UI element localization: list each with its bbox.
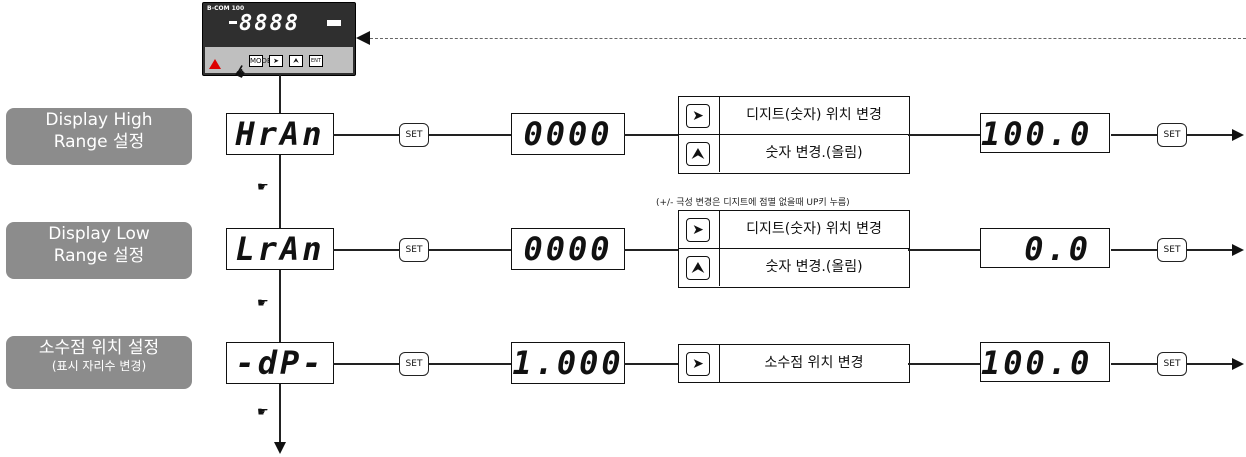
- code-display-dp: -dP-: [226, 342, 334, 384]
- initial-value-display: 0000: [511, 228, 625, 270]
- connector-line: [1187, 134, 1233, 136]
- flow-down-arrow: [274, 442, 286, 454]
- result-value-display: 100.0: [980, 113, 1110, 153]
- instruction-row: ➤ 디지트(숫자) 위치 변경: [679, 211, 909, 249]
- instruction-row: ➤ 소수점 위치 변경: [679, 345, 909, 382]
- up-arrow-glyph: ⮝: [686, 142, 710, 166]
- right-arrow-key-icon: ➤: [679, 211, 720, 248]
- connector-line: [1187, 363, 1233, 365]
- result-value-display: 0.0: [980, 228, 1110, 268]
- code-display-hran: HrAn: [226, 113, 334, 155]
- right-arrow-glyph: ➤: [686, 218, 710, 242]
- connector-line: [333, 363, 399, 365]
- code-display-lran: LrAn: [226, 228, 334, 270]
- instruction-text: 소수점 위치 변경: [764, 355, 864, 371]
- set-button-end[interactable]: SET: [1157, 352, 1187, 376]
- polarity-note: (+/- 극성 변경은 디지트에 점멸 없을때 UP키 누름): [656, 198, 850, 208]
- set-button[interactable]: SET: [399, 352, 429, 376]
- pointing-hand-icon: ☛: [257, 296, 269, 311]
- connector-line: [908, 363, 980, 365]
- connector-line: [624, 134, 678, 136]
- up-arrow-key-icon: ⮝: [679, 135, 720, 172]
- controller-device: B-COM 100 8888 MODE ➤ ⮝ ENT: [202, 2, 356, 76]
- connector-line: [429, 363, 511, 365]
- connector-line: [908, 249, 980, 251]
- return-dashed-line: [370, 38, 1246, 39]
- result-value-display: 100.0: [980, 342, 1110, 382]
- right-arrow-key-icon: ➤: [679, 97, 720, 134]
- label-sub: (표시 자리수 변경): [51, 359, 147, 373]
- right-arrow-button[interactable]: ➤: [269, 55, 283, 67]
- row-label-display-low: Display Low Range 설정: [6, 222, 192, 279]
- instruction-text: 숫자 변경.(올림): [765, 145, 863, 161]
- pointing-hand-icon: ☛: [257, 180, 269, 195]
- device-indicator: [327, 20, 341, 26]
- mode-button[interactable]: MODE: [249, 55, 272, 67]
- connector-line: [1187, 249, 1233, 251]
- connector-line: [333, 134, 399, 136]
- connector-line: [908, 134, 980, 136]
- right-arrow-glyph: ➤: [686, 104, 710, 128]
- connector-line: [624, 363, 678, 365]
- enter-button[interactable]: ENT: [309, 55, 323, 67]
- device-display: 8888: [239, 11, 300, 36]
- instruction-panel: ➤ 디지트(숫자) 위치 변경 ⮝ 숫자 변경.(올림): [678, 96, 910, 174]
- up-arrow-key-icon: ⮝: [679, 249, 720, 286]
- label-line-1: Display Low: [48, 224, 150, 244]
- device-model: B-COM 100: [207, 5, 245, 12]
- label-line-1: Display High: [45, 110, 153, 130]
- label-line-2: Range 설정: [53, 246, 145, 266]
- return-arrow-head: [356, 31, 370, 45]
- up-arrow-button[interactable]: ⮝: [289, 55, 303, 67]
- next-arrow: [1232, 244, 1244, 256]
- instruction-row: ➤ 디지트(숫자) 위치 변경: [679, 97, 909, 135]
- instruction-text: 디지트(숫자) 위치 변경: [746, 107, 882, 123]
- instruction-row: ⮝ 숫자 변경.(올림): [679, 249, 909, 286]
- connector-line: [1111, 134, 1157, 136]
- instruction-panel: ➤ 소수점 위치 변경: [678, 344, 910, 383]
- connector-line: [429, 249, 511, 251]
- set-button-end[interactable]: SET: [1157, 238, 1187, 262]
- connector-line: [429, 134, 511, 136]
- row-label-decimal-point: 소수점 위치 설정 (표시 자리수 변경): [6, 336, 192, 389]
- set-button-end[interactable]: SET: [1157, 123, 1187, 147]
- label-line-2: Range 설정: [53, 132, 145, 152]
- set-button[interactable]: SET: [399, 238, 429, 262]
- initial-value-display: 0000: [511, 113, 625, 155]
- instruction-panel: ➤ 디지트(숫자) 위치 변경 ⮝ 숫자 변경.(올림): [678, 210, 910, 288]
- row-label-display-high: Display High Range 설정: [6, 108, 192, 165]
- warning-icon: [209, 59, 221, 69]
- connector-line: [624, 249, 678, 251]
- connector-line: [1111, 249, 1157, 251]
- label-main: 소수점 위치 설정: [38, 338, 160, 358]
- set-button[interactable]: SET: [399, 123, 429, 147]
- next-arrow: [1232, 358, 1244, 370]
- right-arrow-key-icon: ➤: [679, 345, 720, 382]
- connector-line: [333, 249, 399, 251]
- next-arrow: [1232, 129, 1244, 141]
- device-minus-sign: [229, 21, 237, 24]
- connector-line: [1111, 363, 1157, 365]
- instruction-text: 디지트(숫자) 위치 변경: [746, 221, 882, 237]
- right-arrow-glyph: ➤: [686, 352, 710, 376]
- initial-value-display: 1.000: [511, 342, 625, 384]
- instruction-text: 숫자 변경.(올림): [765, 259, 863, 275]
- up-arrow-glyph: ⮝: [686, 256, 710, 280]
- instruction-row: ⮝ 숫자 변경.(올림): [679, 135, 909, 172]
- pointing-hand-icon: ☛: [257, 405, 269, 420]
